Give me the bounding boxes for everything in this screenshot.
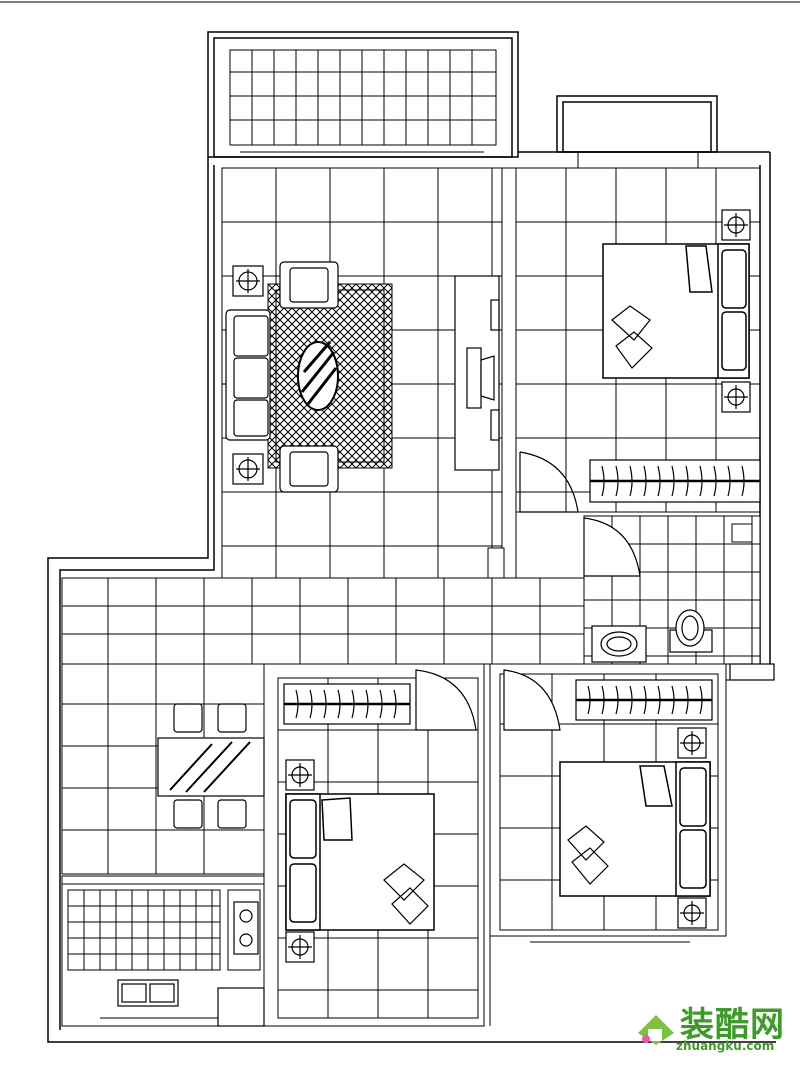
- toilet-icon: [669, 609, 713, 653]
- stove-icon: [233, 901, 259, 955]
- sofa: [225, 309, 271, 441]
- master-door: [519, 451, 579, 513]
- bedroom-3-door: [503, 669, 561, 731]
- lamp-icon: [677, 727, 707, 929]
- watermark-url: zhuangku.com: [676, 1039, 775, 1053]
- sink-icon: [591, 625, 647, 663]
- bedroom-3-wardrobe: [575, 679, 713, 721]
- lamp-icon: [721, 209, 751, 413]
- top-balcony: [229, 49, 497, 153]
- armchair: [279, 261, 339, 493]
- watermark-brand: 装酷网: [680, 1005, 785, 1045]
- bed-2: [285, 793, 435, 931]
- tv-cabinet: [454, 275, 500, 471]
- bathroom-door: [583, 517, 641, 577]
- bedroom-2-door: [415, 669, 477, 731]
- lamp-icon: [232, 265, 264, 485]
- bedroom-2-wardrobe: [283, 683, 411, 725]
- lamp-icon: [285, 759, 315, 963]
- master-bed: [602, 243, 750, 379]
- watermark: 装酷网 zhuangku.com: [634, 997, 794, 1061]
- living-rug: [267, 283, 393, 469]
- dining-table: [157, 703, 265, 829]
- kitchen-sink-icon: [117, 979, 179, 1007]
- bed-3: [559, 761, 711, 897]
- watermark-logo-icon: [638, 1015, 674, 1045]
- master-wardrobe: [589, 459, 761, 503]
